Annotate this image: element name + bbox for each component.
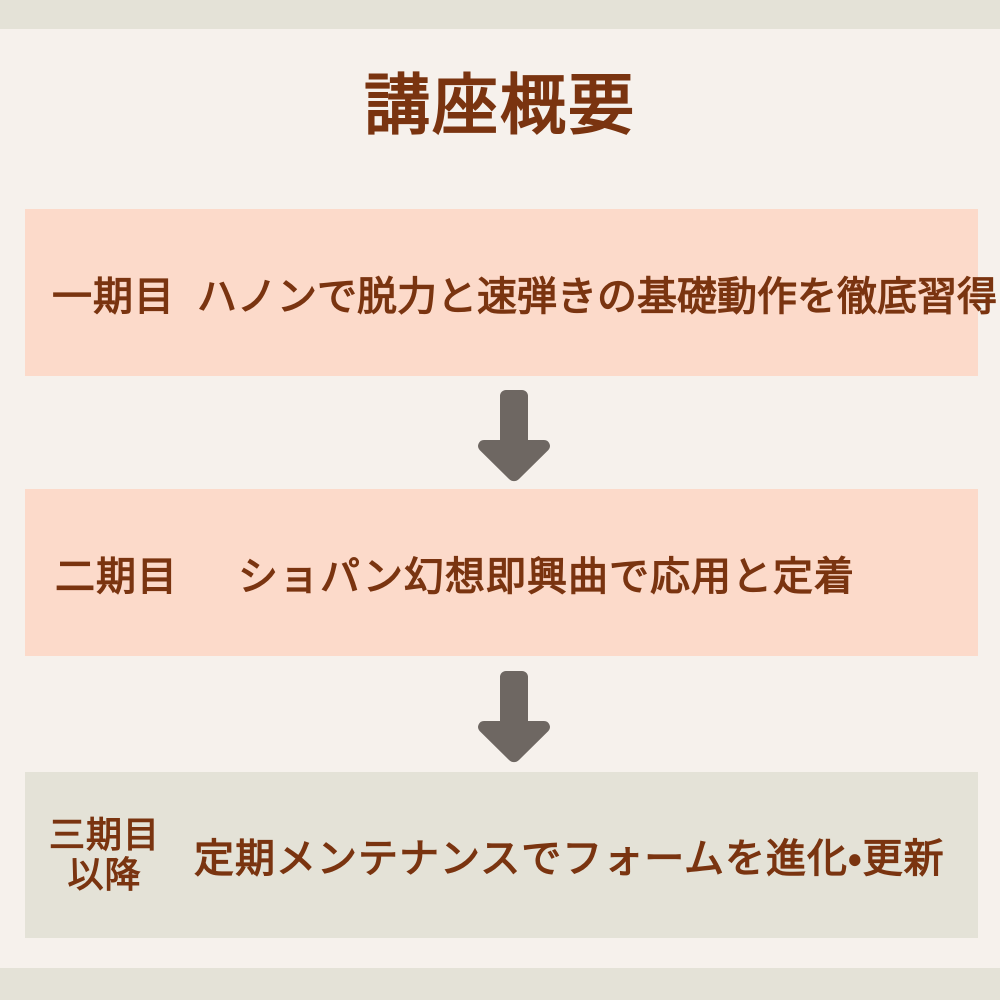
flow-step-3: 三期目 以降 定期メンテナンスでフォームを進化・更新 bbox=[25, 772, 978, 938]
flow-step-2: 二期目 ショパン幻想即興曲で応用と定着 bbox=[25, 489, 978, 656]
flow-step-3-label-line-2: 以降 bbox=[67, 854, 142, 895]
flow-step-1-text: ハノンで脱力と速弾きの基礎動作を徹底習得 bbox=[197, 274, 997, 319]
flow-step-2-label: 二期目 bbox=[55, 554, 178, 599]
bottom-accent-band bbox=[0, 968, 1000, 1000]
flow-step-3-label: 三期目 以降 bbox=[49, 813, 161, 896]
arrow-down-icon bbox=[474, 667, 554, 767]
flow-step-2-text: ショパン幻想即興曲で応用と定着 bbox=[238, 554, 855, 599]
flow-step-1-label: 一期目 bbox=[52, 274, 175, 319]
flow-step-3-text: 定期メンテナンスでフォームを進化・更新 bbox=[194, 837, 945, 881]
page-title: 講座概要 bbox=[364, 68, 636, 142]
flow-step-1: 一期目 ハノンで脱力と速弾きの基礎動作を徹底習得 bbox=[25, 209, 997, 376]
flow-step-3-label-line-1: 三期目 bbox=[49, 813, 161, 855]
arrow-down-icon bbox=[474, 386, 554, 486]
top-accent-band bbox=[0, 0, 1000, 29]
